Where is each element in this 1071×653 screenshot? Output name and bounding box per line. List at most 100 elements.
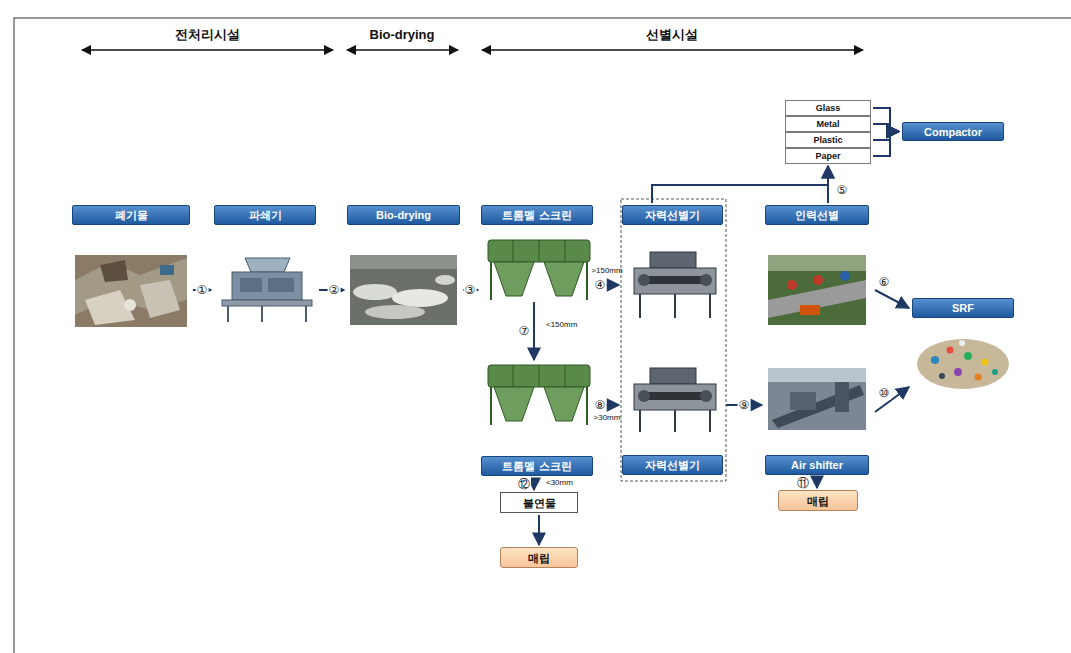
flow-arrow [873,132,899,157]
manual-sorting-photo [768,255,866,325]
manual-sorting-photo [787,280,797,290]
trommel-screen-drawing [490,387,492,425]
node-label: Compactor [902,122,1004,141]
manual-sorting-photo [813,275,823,285]
magnetic-separator-drawing [634,268,716,294]
node-label: 자력선별기 [622,455,723,475]
trommel-screen-drawing [494,387,534,421]
waste-photo [160,265,174,275]
landfill-box: 매립 [500,547,578,568]
magnetic-separator-drawing [634,252,716,318]
section-arrow [82,49,863,51]
trommel-screen-drawing [586,262,588,300]
landfill-box: 매립 [778,490,858,511]
bio-drying-photo [353,284,397,300]
air-shifter-photo [835,382,849,412]
callout-number: ⑤ [836,183,849,197]
shredder-machine [222,258,312,322]
size-label: >150mm [591,266,622,276]
bio-drying-photo [350,255,457,325]
srf-pile [982,359,989,366]
magnetic-separator-drawing [639,294,641,318]
trommel-screen-drawing [513,240,514,262]
srf-pile [939,373,945,379]
trommel-screen-drawing [544,262,584,296]
trommel-screen-drawing [513,365,514,387]
process-step: 파쇄기 [214,205,316,325]
process-step: 트롬멜 스크린 [481,205,593,300]
trommel-screen-drawing [488,240,590,262]
srf-pile [917,339,1009,389]
waste-photo [100,260,128,282]
air-shifter-photo [790,392,816,410]
section-arrow [82,49,333,51]
air-shifter-photo [768,368,866,430]
process-step: Bio-drying [347,205,460,325]
callout-number: ⑫ [517,477,531,491]
magnetic-separator-drawing [640,392,710,400]
bio-drying-photo [350,255,457,269]
callout-number: ⑦ [518,324,531,338]
air-shifter-photo [768,368,866,382]
shredder-machine [268,278,294,292]
magnetic-separator-drawing [638,274,650,286]
srf-pile [954,368,962,376]
flow-arrow [875,290,909,308]
trommel-screen-drawing [539,365,540,387]
residue-box: 불연물 [500,492,578,513]
node-label: Metal [813,119,842,130]
node-label: 인력선별 [765,205,869,225]
trommel-screen-drawing [544,387,584,421]
callout-number: ⑧ [594,398,607,412]
section-heading: 선별시설 [646,27,698,43]
section-heading: Bio-drying [370,27,435,43]
flow-arrow [873,132,899,141]
manual-sorting-photo [768,255,866,325]
process-step: Air shifter [765,362,869,475]
callout-number: ⑩ [878,386,891,400]
callout-number: ⑪ [796,476,810,490]
size-label: >30mm [594,413,621,423]
srf-pile [964,352,972,360]
node-label: 매립 [524,551,554,565]
process-step: 자력선별기 [622,205,723,320]
material-box: Paper [785,148,871,164]
material-box: Metal [785,116,871,132]
node-label: 불연물 [519,496,560,510]
trommel-screen-drawing [488,365,590,425]
callout-number: ⑨ [738,398,751,412]
section-arrow [482,49,863,51]
magnetic-separator-drawing [634,368,716,432]
srf-pile [931,356,939,364]
waste-photo [75,255,187,327]
callout-number: ③ [464,283,477,297]
callout-number: ⑥ [878,275,891,289]
bio-drying-photo [350,255,457,325]
node-label: Plastic [810,135,845,146]
magnetic-separator-drawing [709,294,711,318]
process-step: 트롬멜 스크린 [481,362,593,476]
flow-arrow [533,478,535,490]
node-label: 매립 [803,494,833,508]
trommel-screen-drawing [539,240,540,262]
magnetic-separator-drawing [674,294,676,318]
trommel-screen-drawing [586,387,588,425]
srf-pile [959,340,965,346]
magnetic-separator-drawing [640,276,710,284]
magnetic-separator-drawing [634,384,716,410]
bio-drying-photo [365,305,425,319]
shredder-machine [240,278,262,292]
flow-arrow [873,124,899,132]
product-step: SRF [912,298,1014,393]
shredder-machine [245,258,290,272]
node-label: Bio-drying [347,205,460,225]
material-box: Plastic [785,132,871,148]
flow-arrow [533,302,535,360]
flow-arrow [816,477,818,488]
magnetic-separator-drawing [700,274,712,286]
manual-sorting-photo [840,271,850,281]
section-heading: 전처리시설 [175,27,240,43]
node-label: 트롬멜 스크린 [481,456,593,476]
trommel-screen-drawing [565,240,566,262]
trommel-screen-drawing [488,365,590,387]
